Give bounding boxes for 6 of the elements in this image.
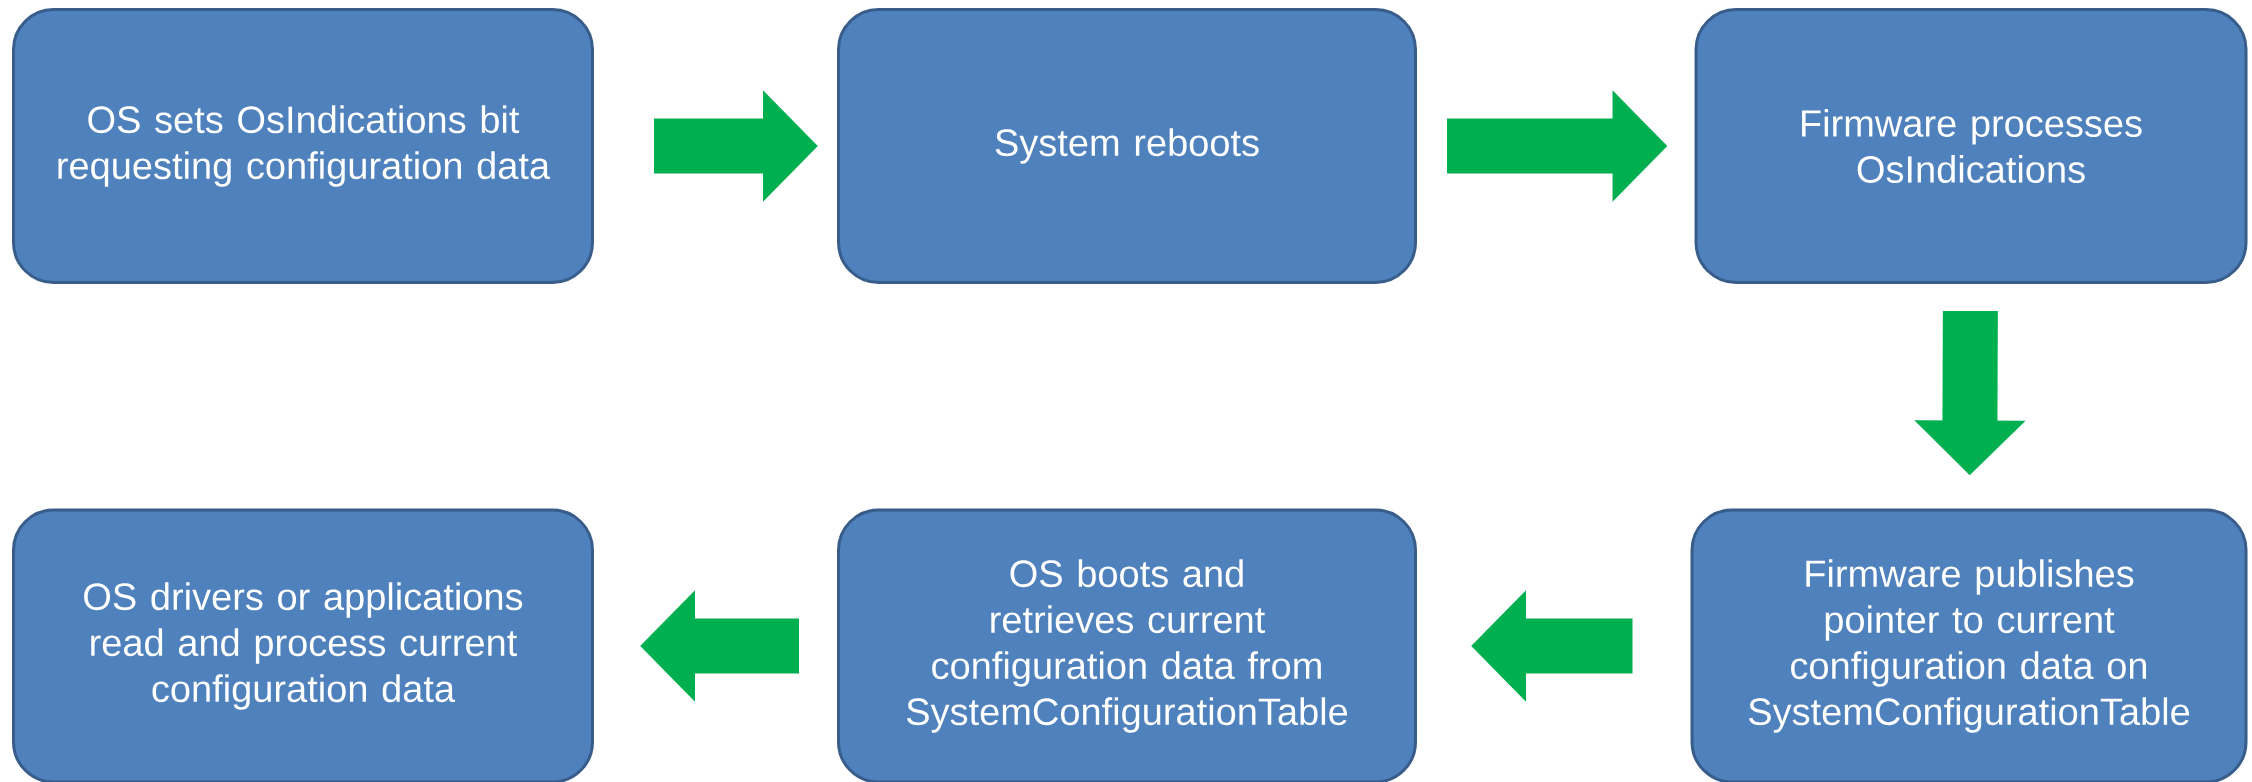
process-box: OS sets OsIndications bit requesting configuration data (12, 8, 594, 284)
process-box: Firmware publishes pointer to current configuration data on SystemConfigurationTable (1690, 508, 2248, 782)
process-box: System reboots (837, 8, 1417, 284)
process-box: OS drivers or applications read and process current configuration data (12, 508, 594, 782)
process-box: Firmware processes OsIndications (1694, 8, 2248, 284)
process-box: OS boots and retrieves current configuration data from SystemConfigurationTable (837, 508, 1417, 782)
